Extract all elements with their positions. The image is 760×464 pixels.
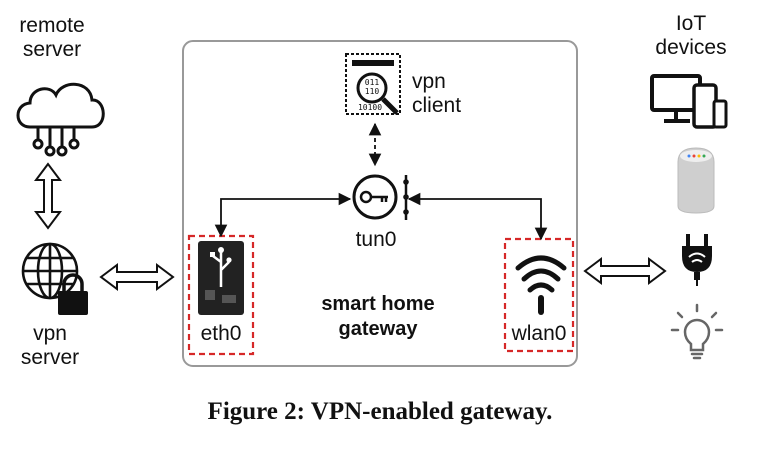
arrow-remote-vpnserver <box>34 162 62 230</box>
globe-lock-icon <box>21 242 79 300</box>
gateway-box <box>182 40 578 367</box>
key-icon <box>352 174 409 220</box>
code-search-icon: 011 110 10100 <box>345 53 401 115</box>
iot-devices-label: IoT devices <box>646 12 736 60</box>
light-bulb-icon <box>670 303 724 360</box>
iot-devices-label-line2: devices <box>655 36 727 59</box>
eth0-label: eth0 <box>200 322 242 345</box>
wlan0-label: wlan0 <box>511 322 567 345</box>
tun0-label: tun0 <box>355 228 397 251</box>
remote-server-label-line1: remote <box>19 14 85 37</box>
arrow-tun0-eth0 <box>214 192 352 238</box>
cloud-icon <box>16 82 105 157</box>
svg-text:110: 110 <box>365 87 380 96</box>
svg-text:011: 011 <box>365 78 380 87</box>
gateway-label-line2: gateway <box>338 318 418 340</box>
arrow-vpnserver-eth0 <box>99 263 175 291</box>
usb-board-icon <box>198 241 244 315</box>
arrow-tun0-wlan0 <box>407 192 548 241</box>
computer-icon <box>650 74 728 129</box>
vpn-client-label: vpn client <box>412 70 486 118</box>
figure-caption: Figure 2: VPN-enabled gateway. <box>207 398 553 425</box>
vpn-server-label-line1: vpn <box>33 322 67 345</box>
remote-server-label-line2: server <box>22 38 82 61</box>
remote-server-label: remote server <box>6 14 98 62</box>
lock-icon <box>58 273 88 315</box>
wifi-icon <box>515 255 567 315</box>
smart-speaker-icon <box>677 147 715 214</box>
gateway-label: smart home gateway <box>296 292 460 342</box>
vpn-server-label-line2: server <box>20 346 80 369</box>
vpn-server-label: vpn server <box>8 322 92 370</box>
arrow-wlan0-iot <box>583 257 667 285</box>
gateway-label-line1: smart home <box>321 293 435 315</box>
vpn-client-label-line1: vpn <box>412 70 446 93</box>
vpn-client-label-line2: client <box>412 94 462 117</box>
iot-devices-label-line1: IoT <box>675 12 707 35</box>
smart-plug-icon <box>682 234 712 286</box>
svg-text:10100: 10100 <box>358 103 382 112</box>
